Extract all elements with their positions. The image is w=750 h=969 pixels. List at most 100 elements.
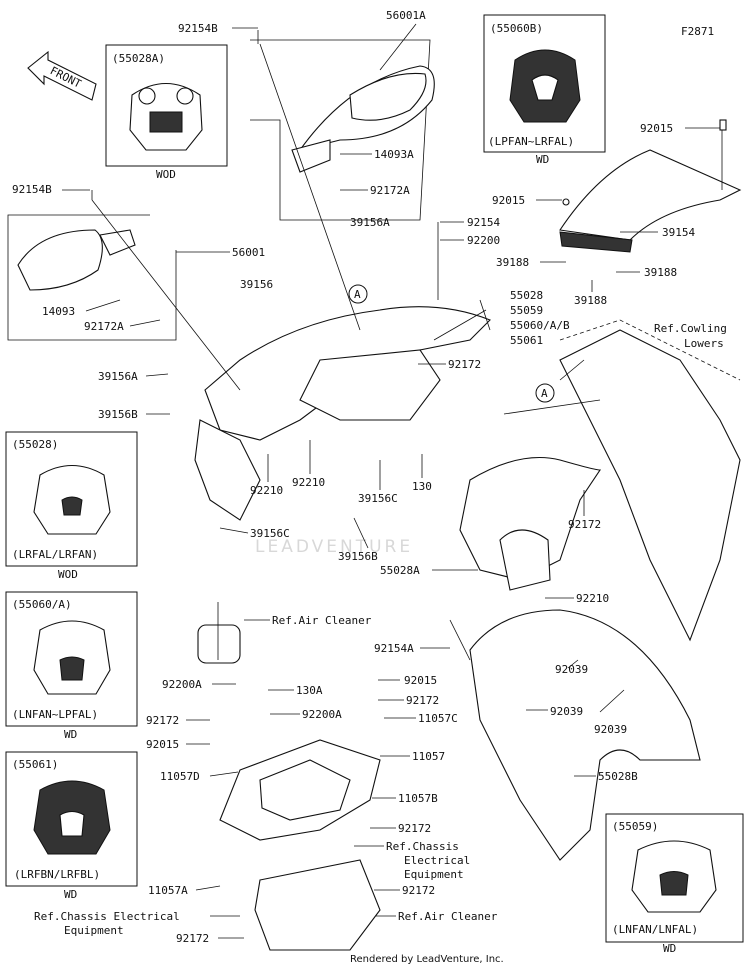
part-label: 92154 — [467, 216, 500, 229]
inset-variant: (LNFAN/LNFAL) — [612, 923, 698, 936]
part-label: 92172A — [84, 320, 124, 333]
part-label: 55059 — [510, 304, 543, 317]
ref-label: Lowers — [684, 337, 724, 350]
part-label: 55028A — [380, 564, 420, 577]
part-label: 92210 — [576, 592, 609, 605]
inset-market: WD — [64, 888, 77, 901]
side-panel-55028b — [469, 609, 701, 861]
part-label: 92210 — [292, 476, 325, 489]
ref-label: Ref.Air Cleaner — [398, 910, 498, 923]
part-label: 92154B — [178, 22, 218, 35]
mirror-mount — [99, 229, 136, 256]
part-label: 11057D — [160, 770, 200, 783]
part-label: 11057B — [398, 792, 438, 805]
inset-market: WD — [64, 728, 77, 741]
part-label: 39156A — [350, 216, 390, 229]
part-label: 92015 — [492, 194, 525, 207]
cowl-inner-panel — [299, 349, 441, 421]
inset-title: (55061) — [12, 758, 58, 771]
cowl-side-left — [194, 419, 261, 521]
side-cowl-inner — [499, 529, 551, 591]
part-label: 14093 — [42, 305, 75, 318]
mirror-stay — [291, 139, 331, 173]
inset-variant: (LRFAL/LRFAN) — [12, 548, 98, 561]
ref-label: Equipment — [404, 868, 464, 881]
part-label: 92200A — [302, 708, 342, 721]
part-label: 39188 — [574, 294, 607, 307]
part-label: 39154 — [662, 226, 695, 239]
part-label: 92039 — [594, 723, 627, 736]
inset-market: WOD — [156, 168, 176, 181]
windshield-39154 — [559, 149, 742, 241]
watermark: LEADVENTURE — [255, 537, 413, 557]
air-cleaner-part-top — [197, 624, 241, 664]
inset-title: (55028) — [12, 438, 58, 451]
part-label: 55028B — [598, 770, 638, 783]
diagram-code: F2871 — [681, 25, 714, 38]
ref-label: Ref.Chassis Electrical — [34, 910, 180, 923]
part-label: 11057A — [148, 884, 188, 897]
inset-title: (55059) — [612, 820, 658, 833]
inset-title: (55028A) — [112, 52, 165, 65]
part-label: 92172 — [398, 822, 431, 835]
front-arrow-icon: FRONT — [27, 50, 97, 101]
part-label: 39156A — [98, 370, 138, 383]
mirror-56001 — [17, 229, 103, 291]
part-label: 92172 — [448, 358, 481, 371]
part-label: 39156B — [98, 408, 138, 421]
part-labels: 92154B 56001A 14093A 92172A 92154B 56001… — [12, 9, 727, 945]
part-label: 92015 — [404, 674, 437, 687]
part-label: 11057C — [418, 712, 458, 725]
part-label: 92200 — [467, 234, 500, 247]
inset-55060b: (55060B) (LPFAN~LRFAL) WD — [483, 14, 606, 166]
part-label: 39188 — [644, 266, 677, 279]
inset-55059: (55059) (LNFAN/LNFAL) WD — [605, 813, 744, 955]
inset-title: (55060/A) — [12, 598, 72, 611]
part-label: 92039 — [555, 663, 588, 676]
part-label: 92172 — [568, 518, 601, 531]
part-label: 55061 — [510, 334, 543, 347]
inset-55060a: (55060/A) (LNFAN~LPFAL) WD — [5, 591, 138, 741]
footer-credit: Rendered by LeadVenture, Inc. — [350, 954, 504, 965]
leader-lines — [62, 23, 723, 939]
part-label: 55060/A/B — [510, 319, 570, 332]
part-label: 92200A — [162, 678, 202, 691]
inset-55028: (55028) (LRFAL/LRFAN) WOD — [5, 431, 138, 581]
left-mirror-callout-box — [7, 214, 177, 341]
mirror-callout-box — [250, 39, 431, 221]
part-label: 55028 — [510, 289, 543, 302]
inset-title: (55060B) — [490, 22, 543, 35]
inset-variant: (LPFAN~LRFAL) — [488, 135, 574, 148]
ref-a-label: A — [541, 387, 548, 400]
windshield-base — [559, 231, 633, 253]
inset-55061: (55061) (LRFBN/LRFBL) WD — [5, 751, 138, 901]
part-label: 39156 — [240, 278, 273, 291]
part-label: 92039 — [550, 705, 583, 718]
part-label: 39156C — [358, 492, 398, 505]
air-cleaner-part-bottom — [254, 859, 381, 951]
ref-label: Ref.Air Cleaner — [272, 614, 372, 627]
part-label: 56001 — [232, 246, 265, 259]
part-label: 92172 — [406, 694, 439, 707]
side-cowl-55028a — [459, 457, 602, 581]
part-label: 92172A — [370, 184, 410, 197]
ref-a-label: A — [354, 288, 361, 301]
part-label: 11057 — [412, 750, 445, 763]
part-label: 130 — [412, 480, 432, 493]
part-label: 56001A — [386, 9, 426, 22]
bracket-inner — [259, 759, 351, 821]
ref-label: Ref.Chassis — [386, 840, 459, 853]
inset-market: WD — [663, 942, 676, 955]
inset-variant: (LRFBN/LRFBL) — [14, 868, 100, 881]
ref-label: Equipment — [64, 924, 124, 937]
inset-market: WD — [536, 153, 549, 166]
inset-variant: (LNFAN~LPFAL) — [12, 708, 98, 721]
ref-label: Ref.Cowling — [654, 322, 727, 335]
part-label: 39188 — [496, 256, 529, 269]
mirror-glass — [349, 72, 427, 121]
cowling-lowers-outline — [559, 319, 741, 381]
inset-market: WOD — [58, 568, 78, 581]
part-label: 92172 — [402, 884, 435, 897]
